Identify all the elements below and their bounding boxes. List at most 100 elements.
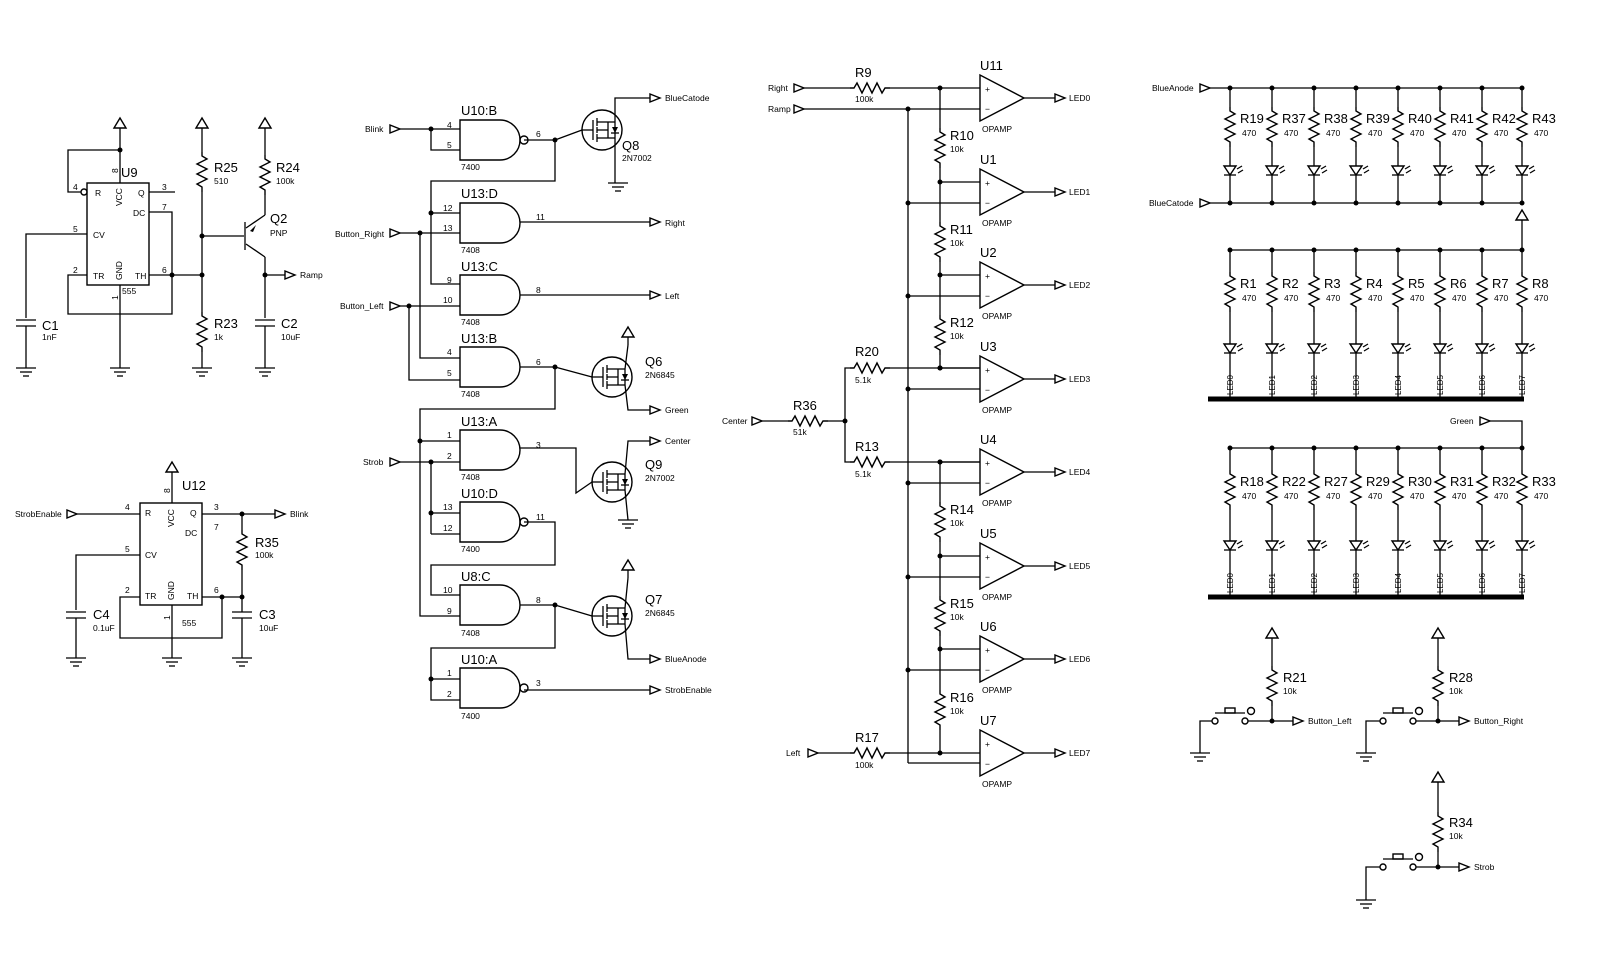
svg-text:C2: C2 [281,316,298,331]
svg-text:R18: R18 [1240,474,1264,489]
opamp-ladder: Right R9 100k Ramp R10 10k R11 10k R12 1… [722,58,1091,789]
svg-text:5: 5 [73,224,78,234]
svg-text:CV: CV [93,230,105,240]
svg-text:Ramp: Ramp [300,270,323,280]
svg-text:R28: R28 [1449,670,1473,685]
svg-text:3: 3 [536,440,541,450]
svg-text:R33: R33 [1532,474,1556,489]
svg-text:OPAMP: OPAMP [982,124,1012,134]
svg-text:470: 470 [1326,128,1340,138]
mosfets: BlueCatode Q8 2N7002 Green Q6 2N6845 Cen… [520,93,710,664]
svg-text:R9: R9 [855,65,872,80]
svg-text:10k: 10k [950,144,964,154]
svg-text:R32: R32 [1492,474,1516,489]
u12-part: 555 [182,618,196,628]
svg-text:R41: R41 [1450,111,1474,126]
logic-gates: U10:B 7400 4 5 6 U13:D 7408 12 13 11 U13… [335,103,712,721]
svg-text:R: R [145,508,151,518]
svg-text:9: 9 [447,606,452,616]
svg-text:TR: TR [145,591,156,601]
svg-text:R23: R23 [214,316,238,331]
svg-text:10: 10 [443,585,453,595]
svg-text:+: + [985,271,990,281]
svg-text:7408: 7408 [461,628,480,638]
svg-text:10uF: 10uF [259,623,278,633]
svg-text:LED7: LED7 [1069,748,1091,758]
svg-text:R2: R2 [1282,276,1299,291]
svg-text:Q6: Q6 [645,354,662,369]
svg-text:LED7: LED7 [1518,374,1527,395]
svg-text:12: 12 [443,523,453,533]
svg-text:3: 3 [214,502,219,512]
svg-text:470: 470 [1326,491,1340,501]
svg-text:R29: R29 [1366,474,1390,489]
svg-text:R36: R36 [793,398,817,413]
svg-text:R6: R6 [1450,276,1467,291]
svg-text:Strob: Strob [1474,862,1495,872]
svg-text:100k: 100k [255,550,274,560]
svg-text:7400: 7400 [461,711,480,721]
svg-text:R22: R22 [1282,474,1306,489]
led-array-red: R1470LED0R2470LED1R3470LED2R4470LED3R547… [1223,247,1549,399]
svg-text:R34: R34 [1449,815,1473,830]
svg-text:10k: 10k [950,238,964,248]
svg-text:R42: R42 [1492,111,1516,126]
svg-text:Left: Left [665,291,680,301]
push-buttons: R21 10k Button_Left R28 10k Button_Right… [1189,627,1524,909]
svg-text:LED0: LED0 [1069,93,1091,103]
svg-text:LED7: LED7 [1518,572,1527,593]
svg-text:DC: DC [185,528,197,538]
timer-u12: U12 555 R CV TR Q DC TH VCC GND 4 5 2 8 … [15,461,309,667]
svg-text:U13:A: U13:A [461,414,497,429]
svg-text:10k: 10k [1283,686,1297,696]
ramp-generator: R25 510 R23 1k Q2 PNP R24 100k Ramp C2 1… [191,117,323,377]
svg-text:470: 470 [1326,293,1340,303]
svg-text:470: 470 [1534,293,1548,303]
svg-text:LED2: LED2 [1310,572,1319,593]
svg-text:470: 470 [1452,128,1466,138]
svg-text:LED1: LED1 [1069,187,1091,197]
svg-text:Green: Green [665,405,689,415]
svg-text:Blink: Blink [365,124,384,134]
svg-text:LED0: LED0 [1226,572,1235,593]
svg-text:R7: R7 [1492,276,1509,291]
svg-text:2N6845: 2N6845 [645,370,675,380]
svg-text:R21: R21 [1283,670,1307,685]
svg-text:R13: R13 [855,439,879,454]
svg-text:U2: U2 [980,245,997,260]
svg-text:U10:D: U10:D [461,486,498,501]
svg-text:OPAMP: OPAMP [982,779,1012,789]
svg-text:OPAMP: OPAMP [982,218,1012,228]
svg-text:10k: 10k [1449,686,1463,696]
svg-text:R25: R25 [214,160,238,175]
svg-text:LED6: LED6 [1478,374,1487,395]
led-array-green: R18470LED0R22470LED1R27470LED2R29470LED3… [1223,445,1556,597]
svg-text:LED1: LED1 [1268,572,1277,593]
svg-text:1: 1 [162,615,172,620]
svg-text:LED4: LED4 [1394,374,1403,395]
u12-ref: U12 [182,478,206,493]
svg-text:7400: 7400 [461,162,480,172]
svg-text:470: 470 [1368,128,1382,138]
svg-text:R31: R31 [1450,474,1474,489]
svg-text:GND: GND [114,261,124,280]
svg-text:470: 470 [1494,128,1508,138]
svg-text:Q: Q [138,188,145,198]
svg-text:2N6845: 2N6845 [645,608,675,618]
svg-text:1: 1 [447,668,452,678]
svg-text:470: 470 [1368,491,1382,501]
svg-text:R11: R11 [950,222,973,237]
svg-text:−: − [985,478,990,488]
svg-text:Right: Right [768,83,788,93]
svg-text:U13:B: U13:B [461,331,497,346]
svg-text:U3: U3 [980,339,997,354]
svg-text:10k: 10k [950,331,964,341]
svg-text:Right: Right [665,218,685,228]
svg-text:7408: 7408 [461,317,480,327]
svg-text:R19: R19 [1240,111,1264,126]
timer-u9: U9 555 R CV TR Q DC TH VCC GND 4 5 2 8 1… [15,117,202,377]
svg-text:C3: C3 [259,607,276,622]
